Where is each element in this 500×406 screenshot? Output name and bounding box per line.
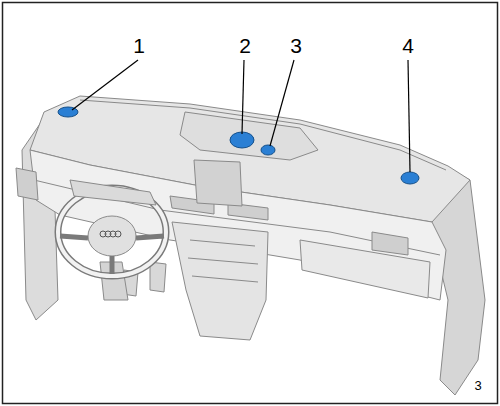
blue-part (261, 145, 275, 155)
callout-number: 4 (402, 35, 414, 56)
blue-part (58, 107, 78, 117)
callout-number: 2 (239, 35, 251, 56)
leader-line (72, 60, 138, 110)
figure-id: 3 (474, 379, 481, 392)
callout-number: 3 (290, 35, 302, 56)
leader-line (408, 60, 410, 172)
callout-number: 1 (133, 35, 145, 56)
leader-line (242, 60, 244, 134)
blue-part (401, 172, 419, 184)
leader-line (270, 60, 294, 146)
blue-part (230, 132, 254, 148)
frame (3, 3, 498, 404)
